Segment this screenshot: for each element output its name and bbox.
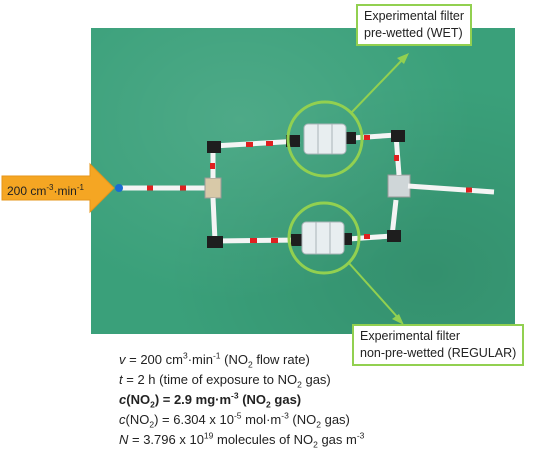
red-markers <box>210 135 399 243</box>
filter-regular <box>301 221 345 255</box>
input-flow-arrow <box>1 162 115 214</box>
param-molar-concentration: c(NO2) = 6.304 x 10-5 mol·m-3 (NO2 gas) <box>119 410 350 430</box>
apparatus-photo <box>91 28 515 334</box>
param-time: t = 2 h (time of exposure to NO2 gas) <box>119 372 331 390</box>
callout-regular-line1: Experimental filter <box>360 329 461 343</box>
left-splitter <box>204 177 222 199</box>
output-tube <box>407 183 495 195</box>
param-mass-concentration: c(NO2) = 2.9 mg·m-3 (NO2 gas) <box>119 390 302 410</box>
callout-wet-line1: Experimental filter <box>364 9 465 23</box>
callout-arrow-wet <box>351 53 409 113</box>
callout-arrow-regular <box>347 261 404 325</box>
filter-wet <box>303 123 347 155</box>
highlight-circle-regular <box>287 201 361 275</box>
parameter-list: v = 200 cm3·min-1 (NO2 flow rate) t = 2 … <box>119 350 539 450</box>
input-tube <box>115 184 212 192</box>
highlight-circle-wet <box>286 100 364 178</box>
param-flow-rate: v = 200 cm3·min-1 (NO2 flow rate) <box>119 350 310 370</box>
callout-wet: Experimental filter pre-wetted (WET) <box>356 4 473 46</box>
callout-wet-line2: pre-wetted (WET) <box>364 26 463 40</box>
right-splitter <box>387 174 411 198</box>
flow-rate-label: 200 cm-3·min-1 <box>7 183 84 198</box>
callout-regular-line2: non-pre-wetted (REGULAR) <box>360 346 517 360</box>
param-molecule-count: N = 3.796 x 1019 molecules of NO2 gas m-… <box>119 430 365 450</box>
couplings <box>207 130 405 248</box>
callout-regular: Experimental filter non-pre-wetted (REGU… <box>352 324 525 366</box>
